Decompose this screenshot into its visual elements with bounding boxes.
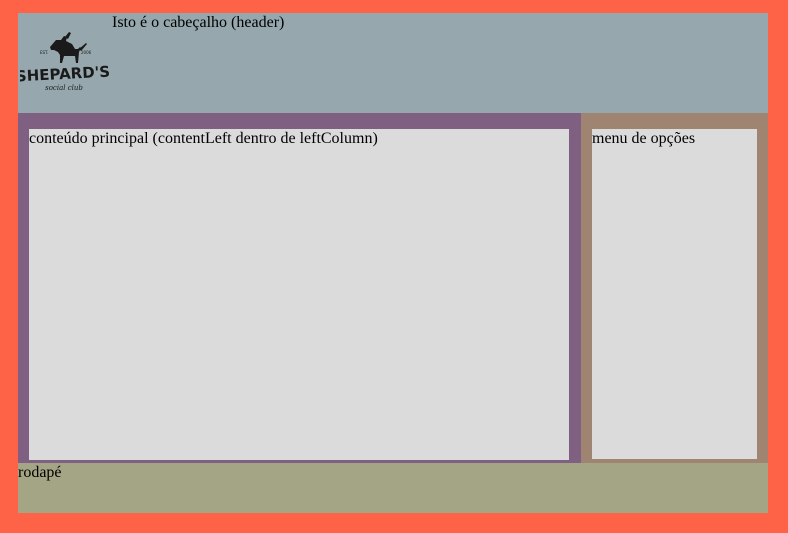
main-content: conteúdo principal (contentLeft dentro d…: [29, 129, 569, 460]
header-title: Isto é o cabeçalho (header): [112, 14, 285, 31]
left-column: conteúdo principal (contentLeft dentro d…: [18, 113, 581, 463]
main-content-text: conteúdo principal (contentLeft dentro d…: [29, 130, 378, 147]
footer: rodapé: [18, 463, 768, 513]
page-wrapper: EST. 2006 SHEPARD'S social club Isto é o…: [15, 13, 768, 513]
svg-text:SHEPARD'S: SHEPARD'S: [20, 63, 110, 86]
svg-text:2006: 2006: [81, 50, 92, 55]
options-menu-text: menu de opções: [592, 130, 696, 147]
dog-logo-icon: EST. 2006 SHEPARD'S social club: [15, 32, 110, 92]
svg-text:social club: social club: [45, 84, 83, 92]
options-menu: menu de opções: [592, 129, 757, 459]
shepards-logo: EST. 2006 SHEPARD'S social club: [15, 23, 110, 103]
header: EST. 2006 SHEPARD'S social club Isto é o…: [15, 13, 768, 113]
footer-text: rodapé: [18, 464, 62, 481]
right-column: menu de opções: [581, 113, 768, 463]
svg-text:EST.: EST.: [40, 50, 48, 55]
